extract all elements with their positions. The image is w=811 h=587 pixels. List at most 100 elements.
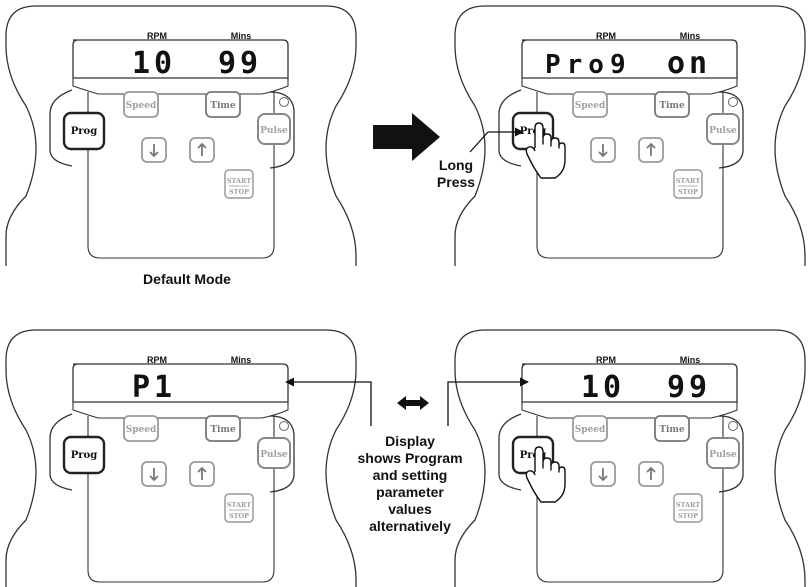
pulse-button-label: Pulse <box>709 450 737 460</box>
speed-button-label: Speed <box>575 101 606 111</box>
prog-button-label: Prog <box>71 126 97 137</box>
pulse-button-housing <box>718 415 744 493</box>
time-button[interactable]: Time <box>654 415 690 442</box>
stop-label: STOP <box>678 512 698 520</box>
pulse-button-housing <box>269 91 295 169</box>
stop-label: STOP <box>229 188 249 196</box>
prog-button-housing <box>49 413 73 491</box>
time-button-label: Time <box>210 425 236 435</box>
svg-text:shows Program: shows Program <box>357 450 462 466</box>
start-stop-button[interactable]: START STOP <box>673 493 703 523</box>
speed-button-label: Speed <box>126 425 157 435</box>
svg-text:Display: Display <box>385 433 435 449</box>
housing-outline <box>5 5 357 266</box>
down-button[interactable] <box>141 137 167 163</box>
pulse-indicator-led <box>279 97 289 107</box>
pressing-hand-icon <box>525 446 566 503</box>
up-arrow-icon <box>197 142 207 156</box>
down-button[interactable] <box>141 461 167 487</box>
time-button-label: Time <box>210 101 236 111</box>
control-panel-body <box>72 78 289 259</box>
down-arrow-icon <box>598 468 608 482</box>
pulse-button[interactable]: Pulse <box>706 437 740 469</box>
time-button-label: Time <box>659 425 685 435</box>
prog-button[interactable]: Prog <box>62 435 106 475</box>
pulse-button[interactable]: Pulse <box>706 113 740 145</box>
housing-outline <box>454 5 806 266</box>
stop-label: STOP <box>229 512 249 520</box>
up-button[interactable] <box>638 461 664 487</box>
pulse-button-housing <box>718 91 744 169</box>
default-mode-caption: Default Mode <box>143 271 231 287</box>
up-button[interactable] <box>189 461 215 487</box>
rpm-label: RPM <box>596 355 616 365</box>
control-panel-body <box>72 402 289 583</box>
lcd-display <box>521 39 738 79</box>
display-right-value: 99 <box>667 370 711 405</box>
connector-right <box>447 377 529 426</box>
start-label: START <box>227 501 252 509</box>
down-arrow-icon <box>149 144 159 158</box>
prog-button[interactable]: Prog <box>62 111 106 151</box>
lcd-display <box>72 39 289 79</box>
control-panel-body <box>521 402 738 583</box>
prog-button-housing <box>498 413 522 491</box>
lcd-display <box>72 363 289 403</box>
lcd-display <box>521 363 738 403</box>
rpm-label: RPM <box>147 355 167 365</box>
start-label: START <box>676 501 701 509</box>
display-right-value: 99 <box>218 46 262 81</box>
long-press-pointer <box>469 131 489 153</box>
start-stop-button[interactable]: START STOP <box>224 169 254 199</box>
prog-button-label: Prog <box>520 126 546 137</box>
down-button[interactable] <box>590 137 616 163</box>
pulse-indicator-led <box>279 421 289 431</box>
up-arrow-icon <box>197 466 207 480</box>
time-button-label: Time <box>659 101 685 111</box>
up-button[interactable] <box>638 137 664 163</box>
display-left-value: P1 <box>132 370 176 405</box>
speed-button[interactable]: Speed <box>572 415 608 442</box>
pressing-hand-icon <box>525 122 566 179</box>
long-press-caption-line2: Press <box>437 174 475 190</box>
speed-button-label: Speed <box>575 425 606 435</box>
display-left-value: Pro9 <box>545 50 632 80</box>
pulse-button-label: Pulse <box>709 126 737 136</box>
mins-label: Mins <box>680 31 701 41</box>
speed-button[interactable]: Speed <box>572 91 608 118</box>
up-arrow-icon <box>646 466 656 480</box>
rpm-label: RPM <box>147 31 167 41</box>
pulse-button[interactable]: Pulse <box>257 113 291 145</box>
mins-label: Mins <box>680 355 701 365</box>
pulse-indicator-led <box>728 421 738 431</box>
pulse-button-label: Pulse <box>260 450 288 460</box>
svg-text:values: values <box>388 501 432 517</box>
transition-arrow-icon <box>373 113 440 161</box>
time-button[interactable]: Time <box>205 91 241 118</box>
start-stop-button[interactable]: START STOP <box>224 493 254 523</box>
speed-button[interactable]: Speed <box>123 91 159 118</box>
svg-text:and setting: and setting <box>373 467 448 483</box>
speed-button-label: Speed <box>126 101 157 111</box>
speed-button[interactable]: Speed <box>123 415 159 442</box>
mins-label: Mins <box>231 355 252 365</box>
housing-outline <box>454 329 806 587</box>
up-button[interactable] <box>189 137 215 163</box>
start-label: START <box>227 177 252 185</box>
display-note-caption: Display shows Program and setting parame… <box>357 433 462 534</box>
pulse-button[interactable]: Pulse <box>257 437 291 469</box>
start-label: START <box>676 177 701 185</box>
down-button[interactable] <box>590 461 616 487</box>
down-arrow-icon <box>149 468 159 482</box>
mins-label: Mins <box>231 31 252 41</box>
time-button[interactable]: Time <box>654 91 690 118</box>
alternation-arrow-icon <box>397 396 429 410</box>
svg-text:parameter: parameter <box>376 484 444 500</box>
time-button[interactable]: Time <box>205 415 241 442</box>
